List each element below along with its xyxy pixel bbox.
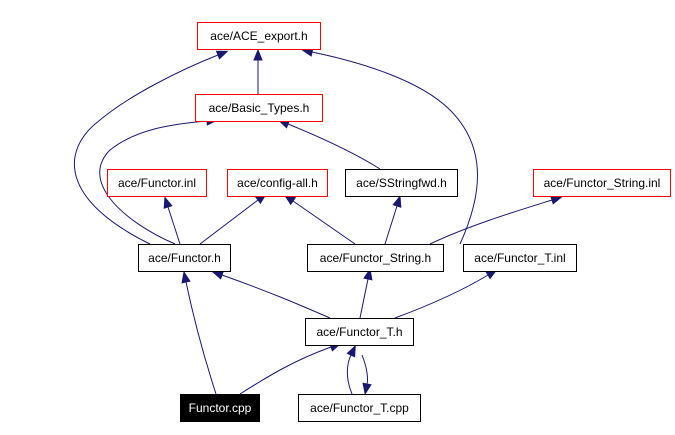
arrowhead-functor_cpp-to-functor_h xyxy=(181,270,191,284)
node-box xyxy=(307,244,444,272)
edge-line-functor_string_h-to-functor_string_inl xyxy=(429,199,553,245)
node-box xyxy=(195,94,323,122)
edge-line-functor_t_h-to-functor_t_inl xyxy=(394,274,489,319)
node-basic-types[interactable]: ace/Basic_Types.h xyxy=(195,94,323,122)
edge-functor_cpp-to-functor_t_h xyxy=(239,342,342,395)
edge-line-functor_h-to-ace_export xyxy=(73,54,219,245)
arrowhead-basic_types-to-ace_export xyxy=(253,48,263,61)
node-functor-cpp[interactable]: Functor.cpp xyxy=(180,394,260,422)
node-functor-t-inl[interactable]: ace/Functor_T.inl xyxy=(463,244,577,272)
node-functor-t-cpp[interactable]: ace/Functor_T.cpp xyxy=(298,394,421,422)
node-label: ace/Functor.inl xyxy=(118,176,196,190)
edge-functor_cpp-to-functor_h xyxy=(181,270,217,395)
node-label: Functor.cpp xyxy=(189,401,252,415)
edge-line-functor_cpp-to-functor_h xyxy=(185,281,217,395)
edge-line-functor_string_h-to-ace_export xyxy=(311,51,478,245)
edge-line-functor_t_h-to-functor_h xyxy=(221,274,331,319)
edge-line-functor_h-to-basic_types xyxy=(99,120,208,245)
edge-line-functor_h-to-config_all xyxy=(199,199,259,245)
edge-functor_h-to-ace_export xyxy=(73,50,229,245)
arrowhead-functor_t_cpp-to-functor_t_h xyxy=(346,344,356,358)
node-label: ace/Functor_T.h xyxy=(316,325,402,339)
node-label: ace/Functor_T.inl xyxy=(474,251,565,265)
node-box xyxy=(298,394,421,422)
node-box xyxy=(463,244,577,272)
arrowhead-functor_string_h-to-sstringfwd xyxy=(392,195,402,208)
node-label: ace/SStringfwd.h xyxy=(356,176,447,190)
edge-functor_t_h-to-functor_string_h xyxy=(359,267,373,319)
node-box xyxy=(305,318,414,346)
arrowhead-functor_string_h-to-functor_string_inl xyxy=(550,195,563,205)
node-label: ace/Basic_Types.h xyxy=(209,101,310,115)
node-functor-string-inl[interactable]: ace/Functor_String.inl xyxy=(533,169,671,197)
node-box xyxy=(197,22,321,50)
node-box xyxy=(138,244,231,272)
node-box xyxy=(227,169,328,197)
node-label: ace/config-all.h xyxy=(237,176,318,190)
node-label: ace/Functor_String.h xyxy=(320,251,431,265)
edge-functor_t_h-to-functor_t_cpp xyxy=(361,354,372,396)
node-sstringfwd[interactable]: ace/SStringfwd.h xyxy=(345,169,458,197)
node-functor-t-h[interactable]: ace/Functor_T.h xyxy=(305,318,414,346)
node-config-all[interactable]: ace/config-all.h xyxy=(227,169,328,197)
node-functor-inl[interactable]: ace/Functor.inl xyxy=(107,169,207,197)
arrowhead-functor_h-to-ace_export xyxy=(215,50,229,60)
edge-functor_t_cpp-to-functor_t_h xyxy=(346,344,356,395)
edge-functor_t_h-to-functor_t_inl xyxy=(394,269,498,319)
node-ace-export[interactable]: ace/ACE_export.h xyxy=(197,22,321,50)
node-box xyxy=(107,169,207,197)
edge-functor_t_h-to-functor_h xyxy=(211,270,331,319)
edge-line-functor_string_h-to-sstringfwd xyxy=(384,205,398,245)
edge-line-functor_string_h-to-config_all xyxy=(292,200,356,245)
edge-line-functor_h-to-functor_inl xyxy=(167,206,181,245)
edge-basic_types-to-ace_export xyxy=(253,48,263,94)
node-box xyxy=(180,394,260,422)
edge-functor_string_h-to-functor_string_inl xyxy=(429,195,563,245)
edge-sstringfwd-to-basic_types xyxy=(277,119,381,170)
node-functor-h[interactable]: ace/Functor.h xyxy=(138,244,231,272)
edge-line-functor_t_h-to-functor_string_h xyxy=(359,278,369,319)
edge-line-functor_t_cpp-to-functor_t_h xyxy=(346,354,353,395)
node-box xyxy=(533,169,671,197)
edge-functor_h-to-config_all xyxy=(199,193,268,245)
edge-line-functor_t_h-to-functor_t_cpp xyxy=(361,354,368,385)
node-label: ace/Functor_T.cpp xyxy=(310,401,409,415)
edge-line-functor_cpp-to-functor_t_h xyxy=(239,346,332,395)
node-functor-string-h[interactable]: ace/Functor_String.h xyxy=(307,244,444,272)
node-label: ace/Functor.h xyxy=(148,251,221,265)
node-label: ace/ACE_export.h xyxy=(210,29,307,43)
edge-functor_string_h-to-ace_export xyxy=(300,47,478,245)
arrowhead-functor_t_h-to-functor_h xyxy=(211,270,225,280)
edge-functor_string_h-to-config_all xyxy=(283,194,356,245)
edge-functor_string_h-to-sstringfwd xyxy=(384,195,402,245)
node-box xyxy=(345,169,458,197)
edge-functor_h-to-functor_inl xyxy=(163,196,181,245)
node-label: ace/Functor_String.inl xyxy=(544,176,661,190)
edge-line-sstringfwd-to-basic_types xyxy=(287,123,381,170)
arrowhead-functor_h-to-functor_inl xyxy=(163,196,173,209)
arrowhead-functor_t_h-to-functor_t_cpp xyxy=(362,382,372,396)
nodes-layer: ace/ACE_export.h ace/Basic_Types.h ace/Fun… xyxy=(107,22,671,422)
